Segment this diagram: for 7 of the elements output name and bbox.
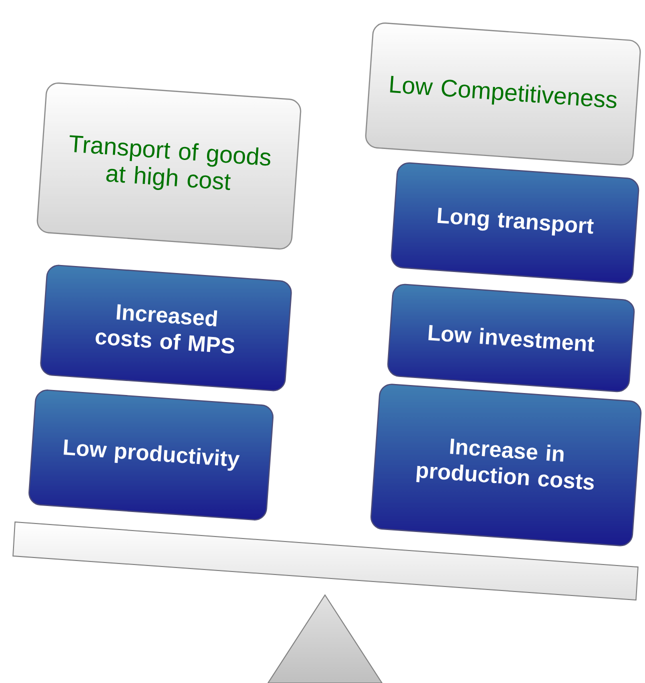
cause-box: Increase in production costs <box>370 384 642 546</box>
cause-box: Low productivity <box>28 390 274 520</box>
cause-box: Long transport <box>390 162 640 284</box>
note-box: Low Competitiveness <box>365 22 641 166</box>
cause-box: Increased costs of MPS <box>40 264 292 392</box>
cause-box: Low investment <box>387 284 635 392</box>
note-box: Transport of goods at high cost <box>36 82 302 250</box>
